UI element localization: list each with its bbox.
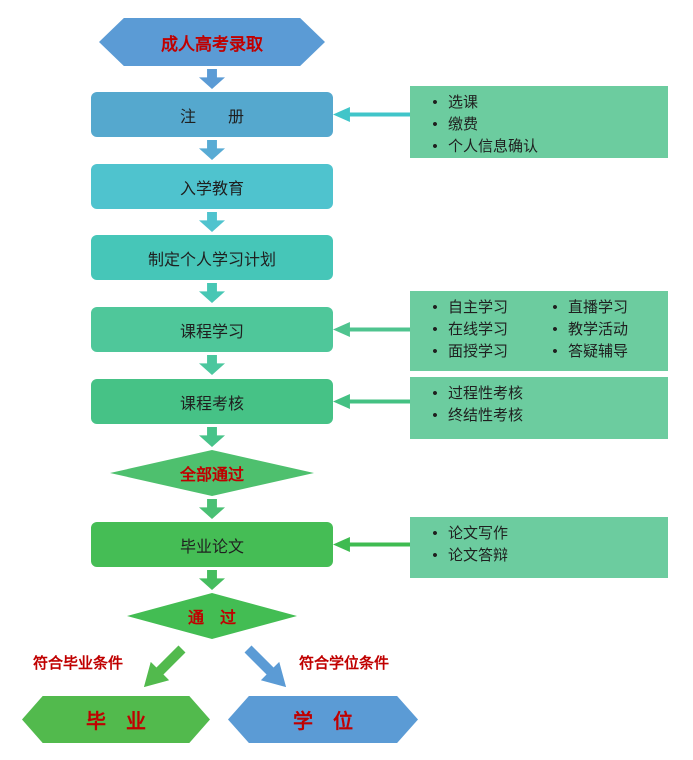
exam-bullet-list: 过程性考核 终结性考核 — [422, 383, 662, 427]
thesis-node: 毕业论文 — [91, 522, 333, 567]
bullet-item: 面授学习 — [422, 341, 542, 363]
side-box-study: 自主学习 在线学习 面授学习 直播学习 教学活动 答疑辅导 — [410, 291, 668, 371]
course-study-node: 课程学习 — [91, 307, 333, 352]
side-arrow-exam — [333, 394, 410, 409]
entrance-education-node: 入学教育 — [91, 164, 333, 209]
down-arrow-6 — [199, 427, 225, 447]
graduate-node: 毕 业 — [22, 696, 210, 743]
start-node: 成人高考录取 — [99, 18, 325, 66]
side-arrow-thesis — [333, 537, 410, 552]
down-arrow-3 — [199, 212, 225, 232]
bullet-item: 自主学习 — [422, 297, 542, 319]
bullet-item: 个人信息确认 — [422, 136, 662, 158]
bullet-item: 在线学习 — [422, 319, 542, 341]
down-arrow-5 — [199, 355, 225, 375]
register-node: 注 册 — [91, 92, 333, 137]
study-bullet-list-col1: 自主学习 在线学习 面授学习 — [422, 297, 542, 363]
side-arrow-register — [333, 107, 410, 122]
side-box-thesis: 论文写作 论文答辩 — [410, 517, 668, 578]
bullet-item: 教学活动 — [542, 319, 662, 341]
degree-node: 学 位 — [228, 696, 418, 743]
bullet-item: 直播学习 — [542, 297, 662, 319]
course-exam-node: 课程考核 — [91, 379, 333, 424]
thesis-bullet-list: 论文写作 论文答辩 — [422, 523, 662, 567]
bullet-item: 终结性考核 — [422, 405, 662, 427]
pass-decision: 通 过 — [127, 593, 297, 639]
pass-all-decision: 全部通过 — [110, 450, 314, 496]
branch-arrow-graduate — [135, 640, 192, 697]
down-arrow-2 — [199, 140, 225, 160]
down-arrow-8 — [199, 570, 225, 590]
side-box-register: 选课 缴费 个人信息确认 — [410, 86, 668, 158]
down-arrow-7 — [199, 499, 225, 519]
study-bullet-list-col2: 直播学习 教学活动 答疑辅导 — [542, 297, 662, 363]
graduate-condition-label: 符合毕业条件 — [33, 655, 124, 672]
register-bullet-list: 选课 缴费 个人信息确认 — [422, 92, 662, 158]
bullet-item: 过程性考核 — [422, 383, 662, 405]
branch-arrow-degree — [239, 640, 296, 697]
bullet-item: 论文写作 — [422, 523, 662, 545]
down-arrow-1 — [199, 69, 225, 89]
bullet-item: 论文答辩 — [422, 545, 662, 567]
down-arrow-4 — [199, 283, 225, 303]
degree-condition-label: 符合学位条件 — [299, 655, 390, 672]
side-arrow-study — [333, 322, 410, 337]
study-plan-node: 制定个人学习计划 — [91, 235, 333, 280]
bullet-item: 选课 — [422, 92, 662, 114]
bullet-item: 答疑辅导 — [542, 341, 662, 363]
bullet-item: 缴费 — [422, 114, 662, 136]
side-box-exam: 过程性考核 终结性考核 — [410, 377, 668, 439]
